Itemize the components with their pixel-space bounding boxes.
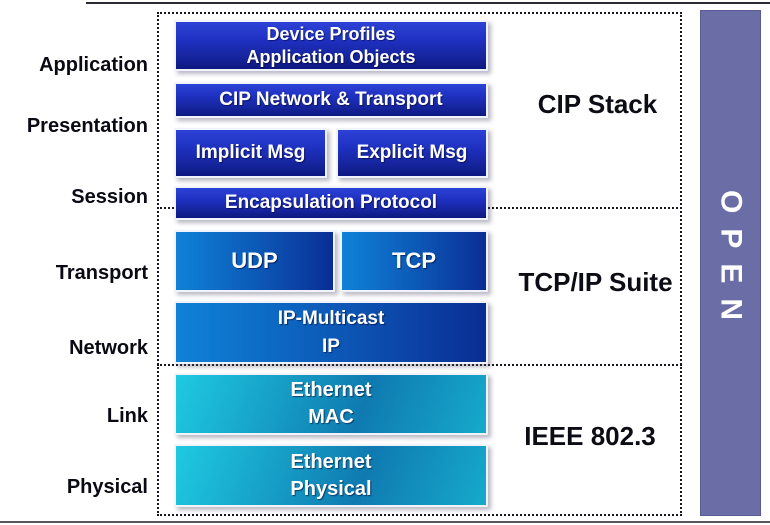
protocol-stack-frame — [157, 12, 682, 516]
box-device-profiles-line1: Device Profiles — [266, 23, 396, 44]
box-encapsulation-protocol-label: Encapsulation Protocol — [224, 192, 438, 213]
box-tcp: TCP — [340, 230, 488, 292]
box-ethernet-mac-line2: MAC — [308, 406, 354, 428]
box-implicit-msg-label: Implicit Msg — [195, 142, 306, 163]
open-banner: OPEN — [700, 10, 761, 516]
osi-layer-label-network: Network — [69, 337, 148, 359]
osi-layer-label-presentation: Presentation — [26, 115, 148, 137]
box-ip-line1: IP-Multicast — [277, 307, 385, 329]
section-label-tcpip-suite: TCP/IP Suite — [518, 267, 673, 297]
slide-top-edge — [86, 2, 770, 4]
section-label-cip-stack: CIP Stack — [537, 89, 658, 119]
box-tcp-label: TCP — [392, 248, 436, 273]
osi-layer-label-application: Application — [39, 54, 148, 76]
box-ethernet-mac: Ethernet MAC — [174, 373, 488, 435]
box-device-profiles-line2: Application Objects — [246, 46, 416, 67]
box-udp: UDP — [174, 230, 335, 292]
osi-layer-label-transport: Transport — [55, 262, 148, 284]
osi-layer-label-session: Session — [71, 186, 148, 208]
box-ethernet-physical-line2: Physical — [290, 477, 372, 500]
box-ethernet-mac-line1: Ethernet — [290, 379, 372, 401]
osi-layer-label-link: Link — [106, 405, 148, 427]
box-implicit-msg: Implicit Msg — [174, 128, 327, 178]
section-label-ieee-8023: IEEE 802.3 — [524, 421, 656, 451]
box-encapsulation-protocol: Encapsulation Protocol — [174, 186, 488, 220]
tcpip-ieee-divider — [157, 364, 682, 366]
slide-bottom-edge — [0, 521, 770, 523]
osi-layer-label-physical: Physical — [66, 476, 148, 498]
box-explicit-msg-label: Explicit Msg — [356, 142, 468, 163]
box-udp-label: UDP — [231, 248, 278, 273]
box-cip-network-transport: CIP Network & Transport — [174, 82, 488, 118]
box-cip-network-transport-label: CIP Network & Transport — [219, 89, 443, 110]
open-banner-text: OPEN — [714, 190, 748, 336]
box-ethernet-physical: Ethernet Physical — [174, 444, 488, 507]
box-ethernet-physical-line1: Ethernet — [290, 450, 372, 473]
box-device-profiles: Device Profiles Application Objects — [174, 20, 488, 71]
box-explicit-msg: Explicit Msg — [336, 128, 488, 178]
box-ip-line2: IP — [322, 335, 340, 357]
box-ip: IP-Multicast IP — [174, 301, 488, 364]
